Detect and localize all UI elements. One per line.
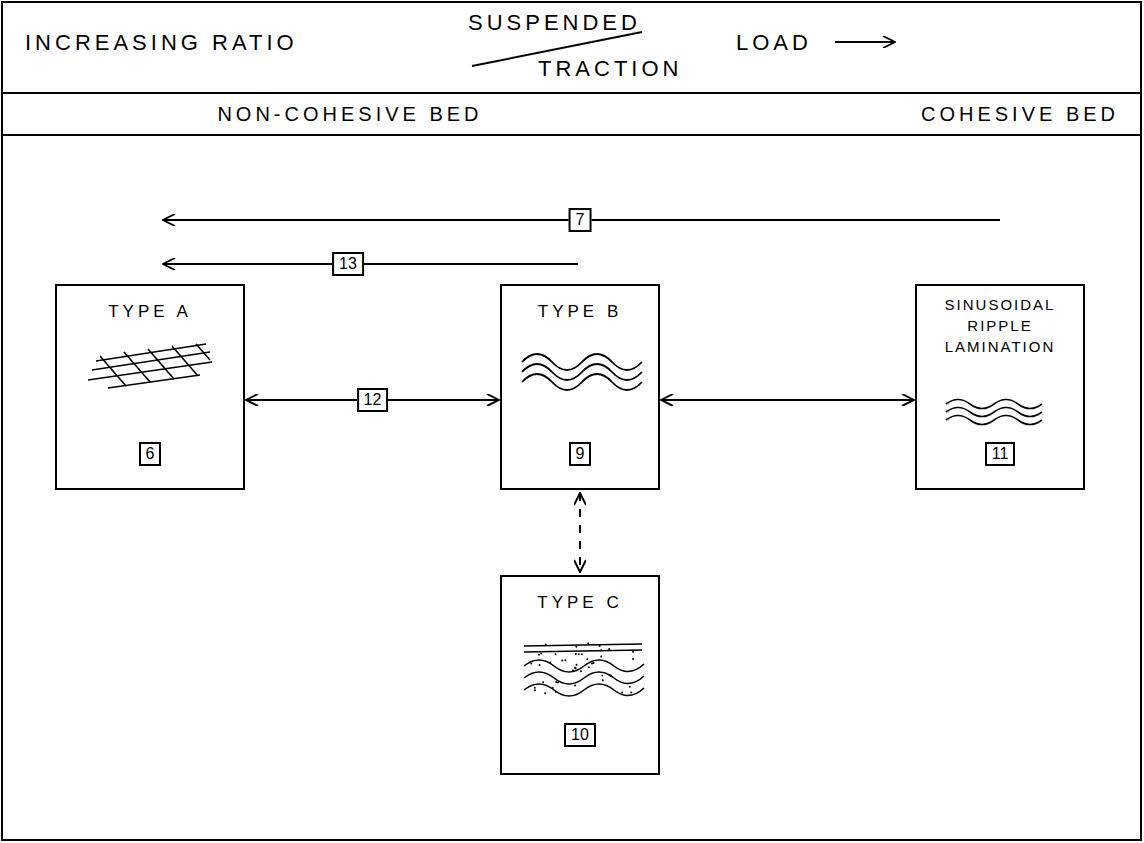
callout-number: 12 — [357, 388, 389, 412]
axis-title: LOAD — [736, 30, 812, 56]
box-title: TYPE C — [505, 593, 655, 613]
stipple — [530, 642, 634, 694]
range-arrow — [163, 263, 578, 265]
axis-title: INCREASING RATIO — [25, 30, 298, 56]
type-c-illustration — [524, 644, 644, 696]
direction-arrow — [835, 41, 895, 43]
lamination-type-box: SINUSOIDAL RIPPLE LAMINATION 11 — [915, 284, 1085, 490]
bed-type-heading: COHESIVE BED — [921, 103, 1119, 126]
callout-number: 7 — [569, 208, 592, 232]
type-a-illustration — [88, 344, 212, 388]
box-title: SINUSOIDAL RIPPLE LAMINATION — [930, 294, 1070, 357]
header-divider — [2, 134, 1141, 136]
header-divider — [2, 92, 1141, 94]
lamination-type-box: TYPE A 6 — [55, 284, 245, 490]
sinusoidal-illustration — [946, 400, 1042, 425]
ratio-numerator: SUSPENDED — [468, 10, 641, 36]
callout-number: 6 — [139, 442, 162, 466]
type-b-illustration — [522, 354, 642, 390]
callout-number: 13 — [332, 252, 364, 276]
callout-number: 9 — [569, 442, 592, 466]
ratio-denominator: TRACTION — [538, 56, 682, 82]
bed-type-heading: NON-COHESIVE BED — [217, 103, 482, 126]
callout-number: 10 — [564, 723, 596, 747]
callout-number: 11 — [985, 442, 1016, 466]
lamination-type-box: TYPE B 9 — [500, 284, 660, 490]
box-title: TYPE B — [505, 302, 655, 322]
dashed-connector — [579, 493, 581, 572]
box-title: TYPE A — [65, 302, 235, 322]
lamination-type-box: TYPE C 10 — [500, 575, 660, 775]
connector-arrow — [661, 399, 914, 401]
